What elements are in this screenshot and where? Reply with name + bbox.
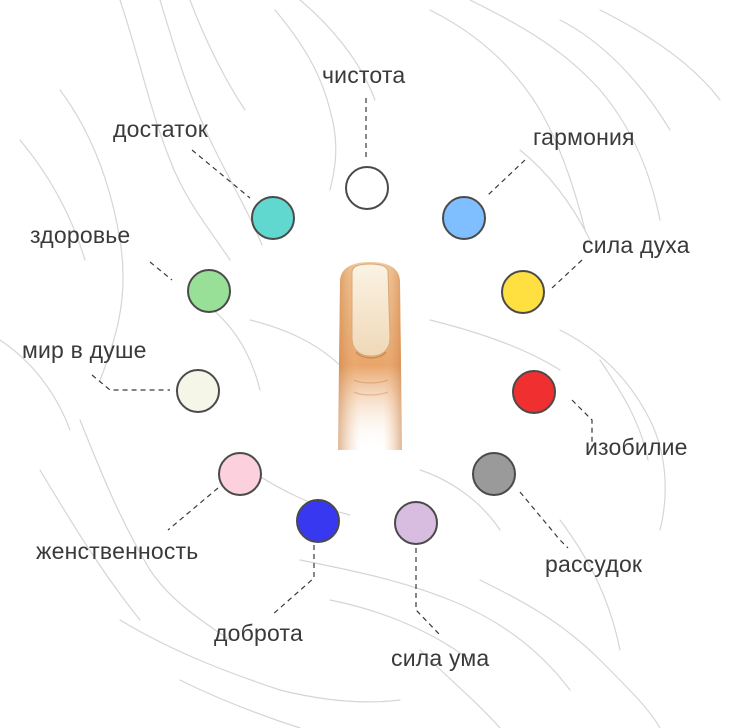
circle-prosperity [251, 196, 295, 240]
connector-line [571, 399, 593, 448]
circle-femininity [218, 452, 262, 496]
connector-line [91, 374, 170, 391]
label-prosperity: достаток [113, 116, 209, 142]
connector-line [519, 491, 569, 549]
label-peace-of-mind: мир в душе [22, 337, 147, 363]
circle-harmony [442, 196, 486, 240]
connector-line [271, 545, 315, 616]
circle-mind-power [394, 501, 438, 545]
circle-kindness [296, 499, 340, 543]
connector-line [191, 149, 251, 199]
circle-reason [472, 452, 516, 496]
connector-line [415, 548, 441, 636]
connector-line [487, 159, 526, 196]
circle-purity [345, 166, 389, 210]
label-reason: рассудок [545, 551, 643, 577]
circle-health [187, 269, 231, 313]
label-health: здоровье [30, 222, 131, 248]
finger-nail-illustration [338, 262, 402, 450]
connector-line [551, 259, 583, 289]
connector-line [149, 261, 173, 281]
circle-peace-of-mind [176, 369, 220, 413]
label-harmony: гармония [533, 124, 635, 150]
circle-spirit [501, 270, 545, 314]
circle-abundance [512, 370, 556, 414]
label-purity: чистота [322, 62, 406, 88]
label-kindness: доброта [214, 620, 303, 646]
label-abundance: изобилие [585, 434, 688, 460]
label-femininity: женственность [36, 538, 199, 564]
connector-line [167, 487, 219, 531]
label-mind-power: сила ума [391, 645, 490, 671]
label-spirit: сила духа [582, 232, 690, 258]
